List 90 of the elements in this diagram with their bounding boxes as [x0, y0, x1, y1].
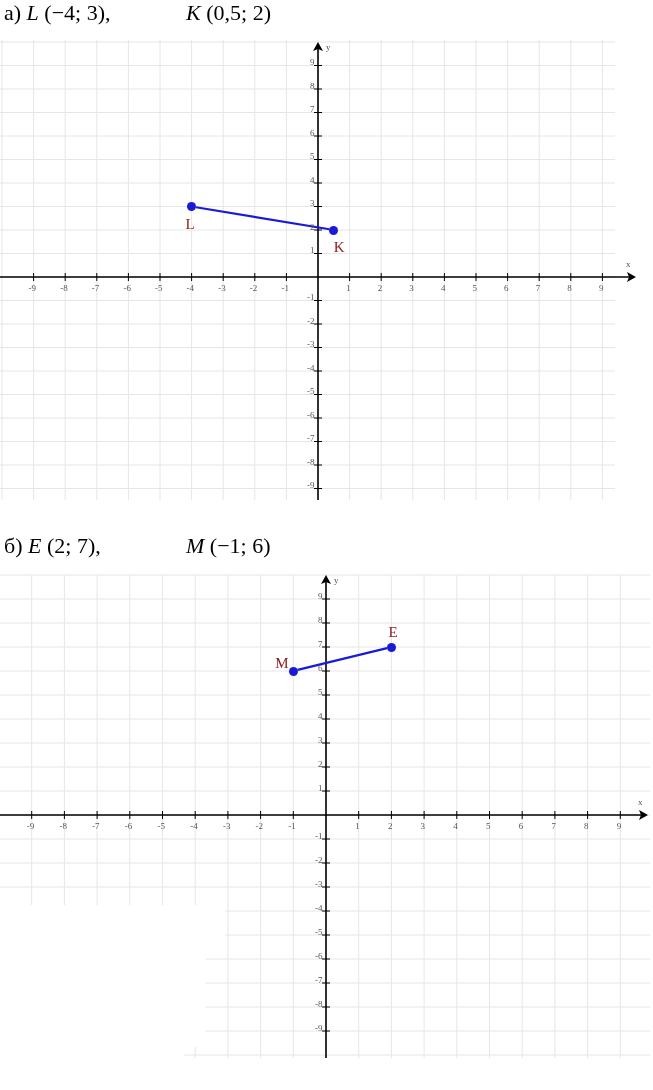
tick-label: -2	[315, 855, 323, 865]
tick-label: 7	[318, 639, 323, 649]
tick-label: 2	[377, 284, 383, 293]
tick-label: -8	[307, 457, 315, 467]
tick-label: 5	[472, 284, 477, 293]
tick-label: -2	[249, 284, 258, 293]
tick-label: -4	[307, 363, 315, 373]
tick-label: 2	[318, 759, 323, 769]
tick-label: 9	[616, 822, 622, 831]
heading-text: б) E (2; 7),	[4, 535, 101, 557]
tick-label: 4	[318, 711, 323, 721]
tick-label: -4	[315, 903, 323, 913]
tick-label: 6	[504, 284, 509, 293]
axis-label: y	[334, 576, 339, 585]
point-dot	[187, 202, 197, 211]
point-label: M	[275, 656, 289, 671]
point-dot	[386, 642, 396, 652]
tick-label: 5	[486, 822, 491, 831]
axis-label: x	[626, 260, 631, 269]
tick-label: -7	[307, 434, 315, 443]
tick-label: 9	[310, 58, 315, 67]
tick-label: 5	[318, 687, 323, 697]
tick-label: 6	[310, 128, 315, 138]
point-dot	[329, 225, 339, 235]
heading-text: а) L (−4; 3),	[4, 2, 111, 24]
tick-label: 3	[318, 735, 323, 745]
tick-label: 2	[310, 222, 315, 232]
tick-label: 5	[310, 152, 315, 161]
tick-label: -7	[315, 975, 323, 985]
tick-label: 7	[551, 822, 556, 831]
axis-label: y	[326, 43, 331, 52]
tick-label: -6	[123, 284, 131, 293]
tick-label: -8	[315, 999, 323, 1009]
tick-label: -2	[307, 316, 315, 326]
axis-label: x	[638, 798, 643, 807]
tick-label: -8	[59, 822, 67, 831]
tick-label: -1	[315, 831, 323, 841]
tick-label: 6	[518, 822, 524, 831]
tick-label: 7	[310, 105, 315, 114]
tick-label: -1	[281, 284, 289, 293]
tick-label: 8	[310, 81, 315, 91]
tick-label: 1	[318, 783, 323, 793]
tick-label: -4	[186, 284, 195, 293]
tick-label: -7	[92, 822, 100, 831]
tick-label: 8	[567, 284, 572, 293]
tick-label: -8	[60, 284, 68, 293]
tick-label: 1	[346, 284, 351, 293]
tick-label: -3	[222, 822, 231, 831]
tick-label: -6	[307, 410, 315, 420]
tick-label: 2	[387, 822, 393, 831]
point-label: K	[333, 240, 345, 255]
tick-label: -6	[124, 822, 133, 831]
tick-label: -9	[315, 1023, 323, 1033]
point-label: E	[388, 625, 398, 640]
tick-label: 4	[440, 284, 446, 293]
tick-label: 3	[420, 822, 426, 831]
point-dot	[288, 666, 298, 676]
tick-label: -5	[155, 284, 163, 293]
tick-label: 6	[318, 663, 323, 673]
tick-label: -9	[28, 284, 37, 293]
tick-label: -1	[307, 293, 315, 302]
tick-label: -7	[91, 284, 100, 293]
tick-label: 9	[598, 284, 604, 293]
tick-label: -4	[190, 822, 198, 831]
tick-label: -5	[307, 387, 315, 396]
tick-label: 7	[535, 284, 541, 293]
tick-label: 4	[310, 175, 315, 185]
tick-label: 1	[355, 822, 360, 831]
tick-label: 8	[584, 822, 589, 831]
tick-label: 8	[318, 615, 323, 625]
tick-label: -3	[218, 284, 226, 293]
heading-text: M (−1; 6)	[186, 535, 271, 557]
tick-label: -3	[315, 879, 323, 889]
tick-label: -9	[26, 822, 35, 831]
tick-label: 9	[318, 591, 323, 601]
line-segment	[195, 206, 330, 231]
tick-label: -5	[157, 822, 165, 831]
tick-label: 3	[409, 284, 414, 293]
tick-label: -1	[288, 822, 296, 831]
tick-label: -2	[255, 822, 264, 831]
tick-label: 4	[453, 822, 458, 831]
tick-label: 1	[310, 246, 315, 255]
tick-label: -9	[307, 481, 315, 490]
tick-label: -6	[315, 951, 323, 961]
line-segment	[297, 647, 388, 671]
heading-text: K (0,5; 2)	[186, 2, 271, 24]
tick-label: 3	[310, 199, 315, 208]
tick-label: -3	[307, 340, 315, 349]
point-label: L	[185, 216, 195, 232]
tick-label: -5	[315, 927, 323, 937]
